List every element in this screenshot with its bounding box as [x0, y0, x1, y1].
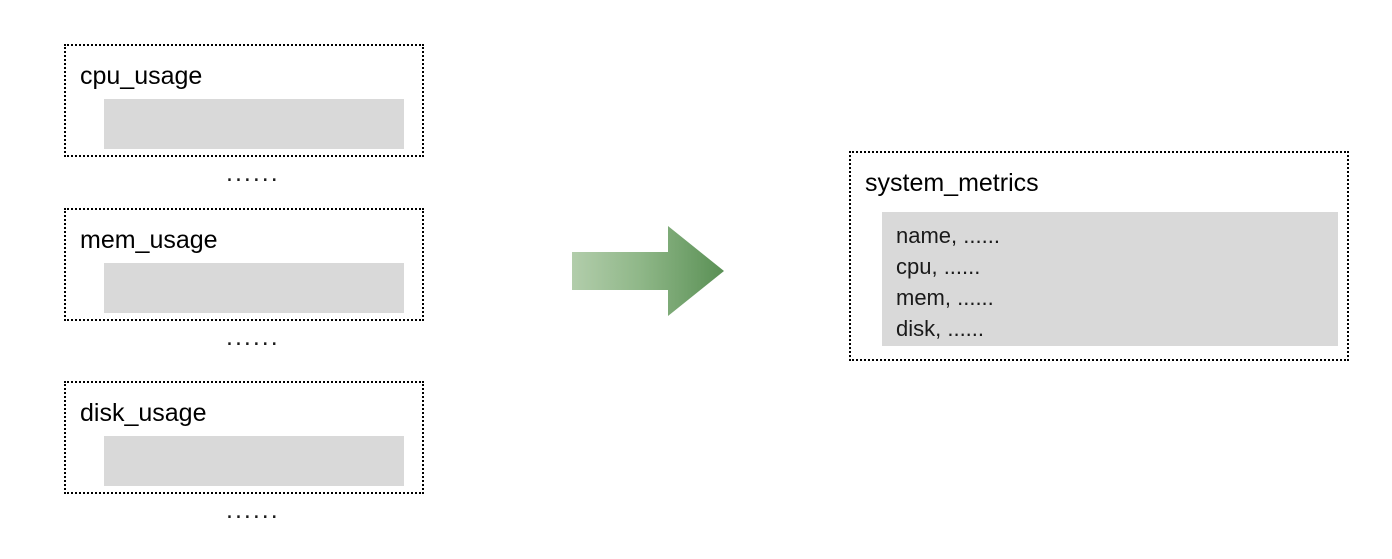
- source-box-ellipsis: ......: [226, 496, 280, 524]
- target-line: cpu, ......: [896, 254, 981, 279]
- target-line: disk, ......: [896, 316, 985, 341]
- source-box-title: mem_usage: [80, 226, 218, 254]
- source-box-ellipsis: ......: [226, 159, 280, 187]
- source-box-title: disk_usage: [80, 399, 207, 427]
- source-box-cpu-usage[interactable]: cpu_usage ......: [64, 44, 424, 186]
- target-line: name, ......: [896, 223, 1000, 248]
- target-box-system-metrics[interactable]: system_metrics name, ...... cpu, ...... …: [849, 151, 1349, 361]
- target-line: mem, ......: [896, 285, 994, 310]
- source-box-disk-usage[interactable]: disk_usage ......: [64, 381, 424, 523]
- source-box-panel: ......: [104, 99, 404, 186]
- target-box-title: system_metrics: [865, 169, 1039, 197]
- target-box-panel: name, ...... cpu, ...... mem, ...... dis…: [882, 212, 1338, 346]
- source-box-title: cpu_usage: [80, 62, 203, 90]
- source-box-panel: ......: [104, 436, 404, 523]
- source-box-panel: ......: [104, 263, 404, 350]
- source-box-ellipsis: ......: [226, 323, 280, 351]
- source-box-mem-usage[interactable]: mem_usage ......: [64, 208, 424, 350]
- right-arrow-icon: [572, 226, 724, 316]
